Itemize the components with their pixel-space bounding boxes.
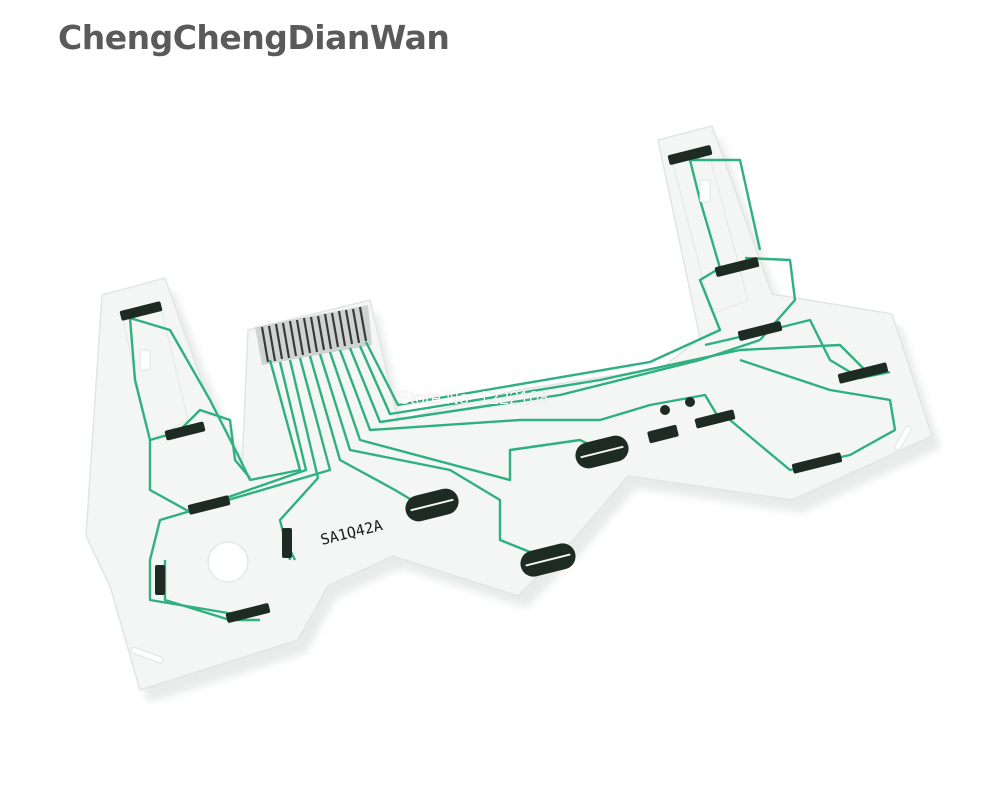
circuit-traces	[128, 153, 897, 622]
film-slots	[130, 179, 912, 664]
store-watermark: Store No: 1222108	[398, 388, 550, 408]
ribbon-connector	[255, 305, 372, 365]
contact-pads	[119, 145, 889, 623]
oval-contacts	[405, 435, 629, 577]
mounting-hole	[207, 541, 249, 583]
brand-watermark: ChengChengDianWan	[58, 18, 450, 57]
